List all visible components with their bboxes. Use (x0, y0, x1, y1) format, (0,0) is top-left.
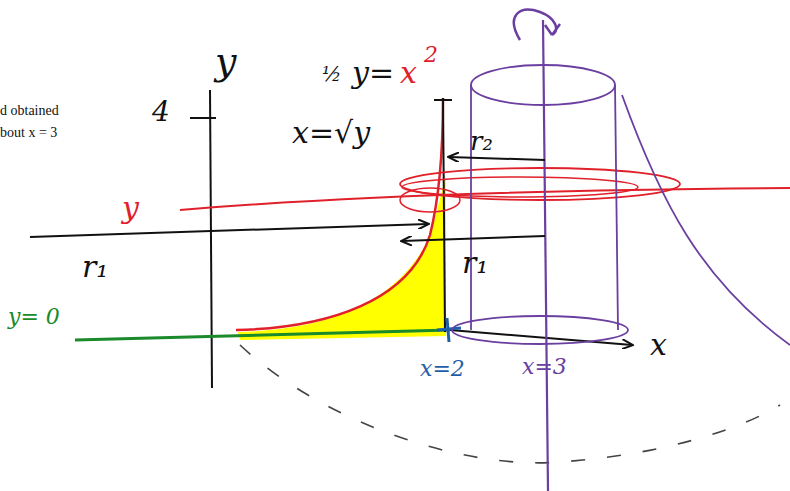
washer-inner (402, 177, 638, 197)
axis-of-rotation-label: x=3 (522, 356, 567, 378)
washer-edge (400, 188, 460, 212)
parabola (236, 98, 443, 330)
x-two-mark (437, 318, 461, 342)
inverse-equation: x=√y (292, 118, 370, 148)
equation-exponent: 2 (424, 44, 438, 66)
radius-arrow (449, 157, 545, 160)
y-axis (210, 90, 212, 388)
radius-label: r₁ (82, 252, 108, 282)
variable-label: y (122, 193, 139, 223)
cylinder-top (471, 65, 615, 105)
rotation-axis (543, 20, 548, 491)
radius-label: r₁ (462, 248, 488, 278)
rotation-arrow (514, 10, 560, 40)
note-label: ½ (322, 64, 341, 84)
equation-part: y= (352, 58, 394, 88)
cylinder-side (470, 85, 472, 330)
cylinder-side (615, 85, 618, 330)
washer-outer (400, 168, 680, 200)
x-two-line (443, 98, 445, 332)
radius-label: r₂ (470, 128, 493, 154)
line-label: y= 0 (8, 306, 60, 328)
axis-label: y (215, 42, 236, 80)
radius-arrow (402, 236, 545, 241)
cut-off-title: d obtained (0, 104, 59, 118)
equation-part: x (400, 58, 417, 88)
sweep-dashes (240, 345, 780, 463)
tick (190, 117, 216, 119)
radius-arrow (30, 224, 428, 237)
cylinder-bottom (452, 316, 628, 344)
solid-outline (622, 95, 790, 345)
cut-off-title: bout x = 3 (0, 126, 57, 140)
axis-label: x (650, 330, 667, 360)
x-axis (450, 330, 632, 345)
tick (434, 99, 452, 101)
y-zero-line (75, 330, 450, 340)
tick-label: 4 (152, 98, 170, 126)
boundary-label: x=2 (420, 358, 465, 380)
